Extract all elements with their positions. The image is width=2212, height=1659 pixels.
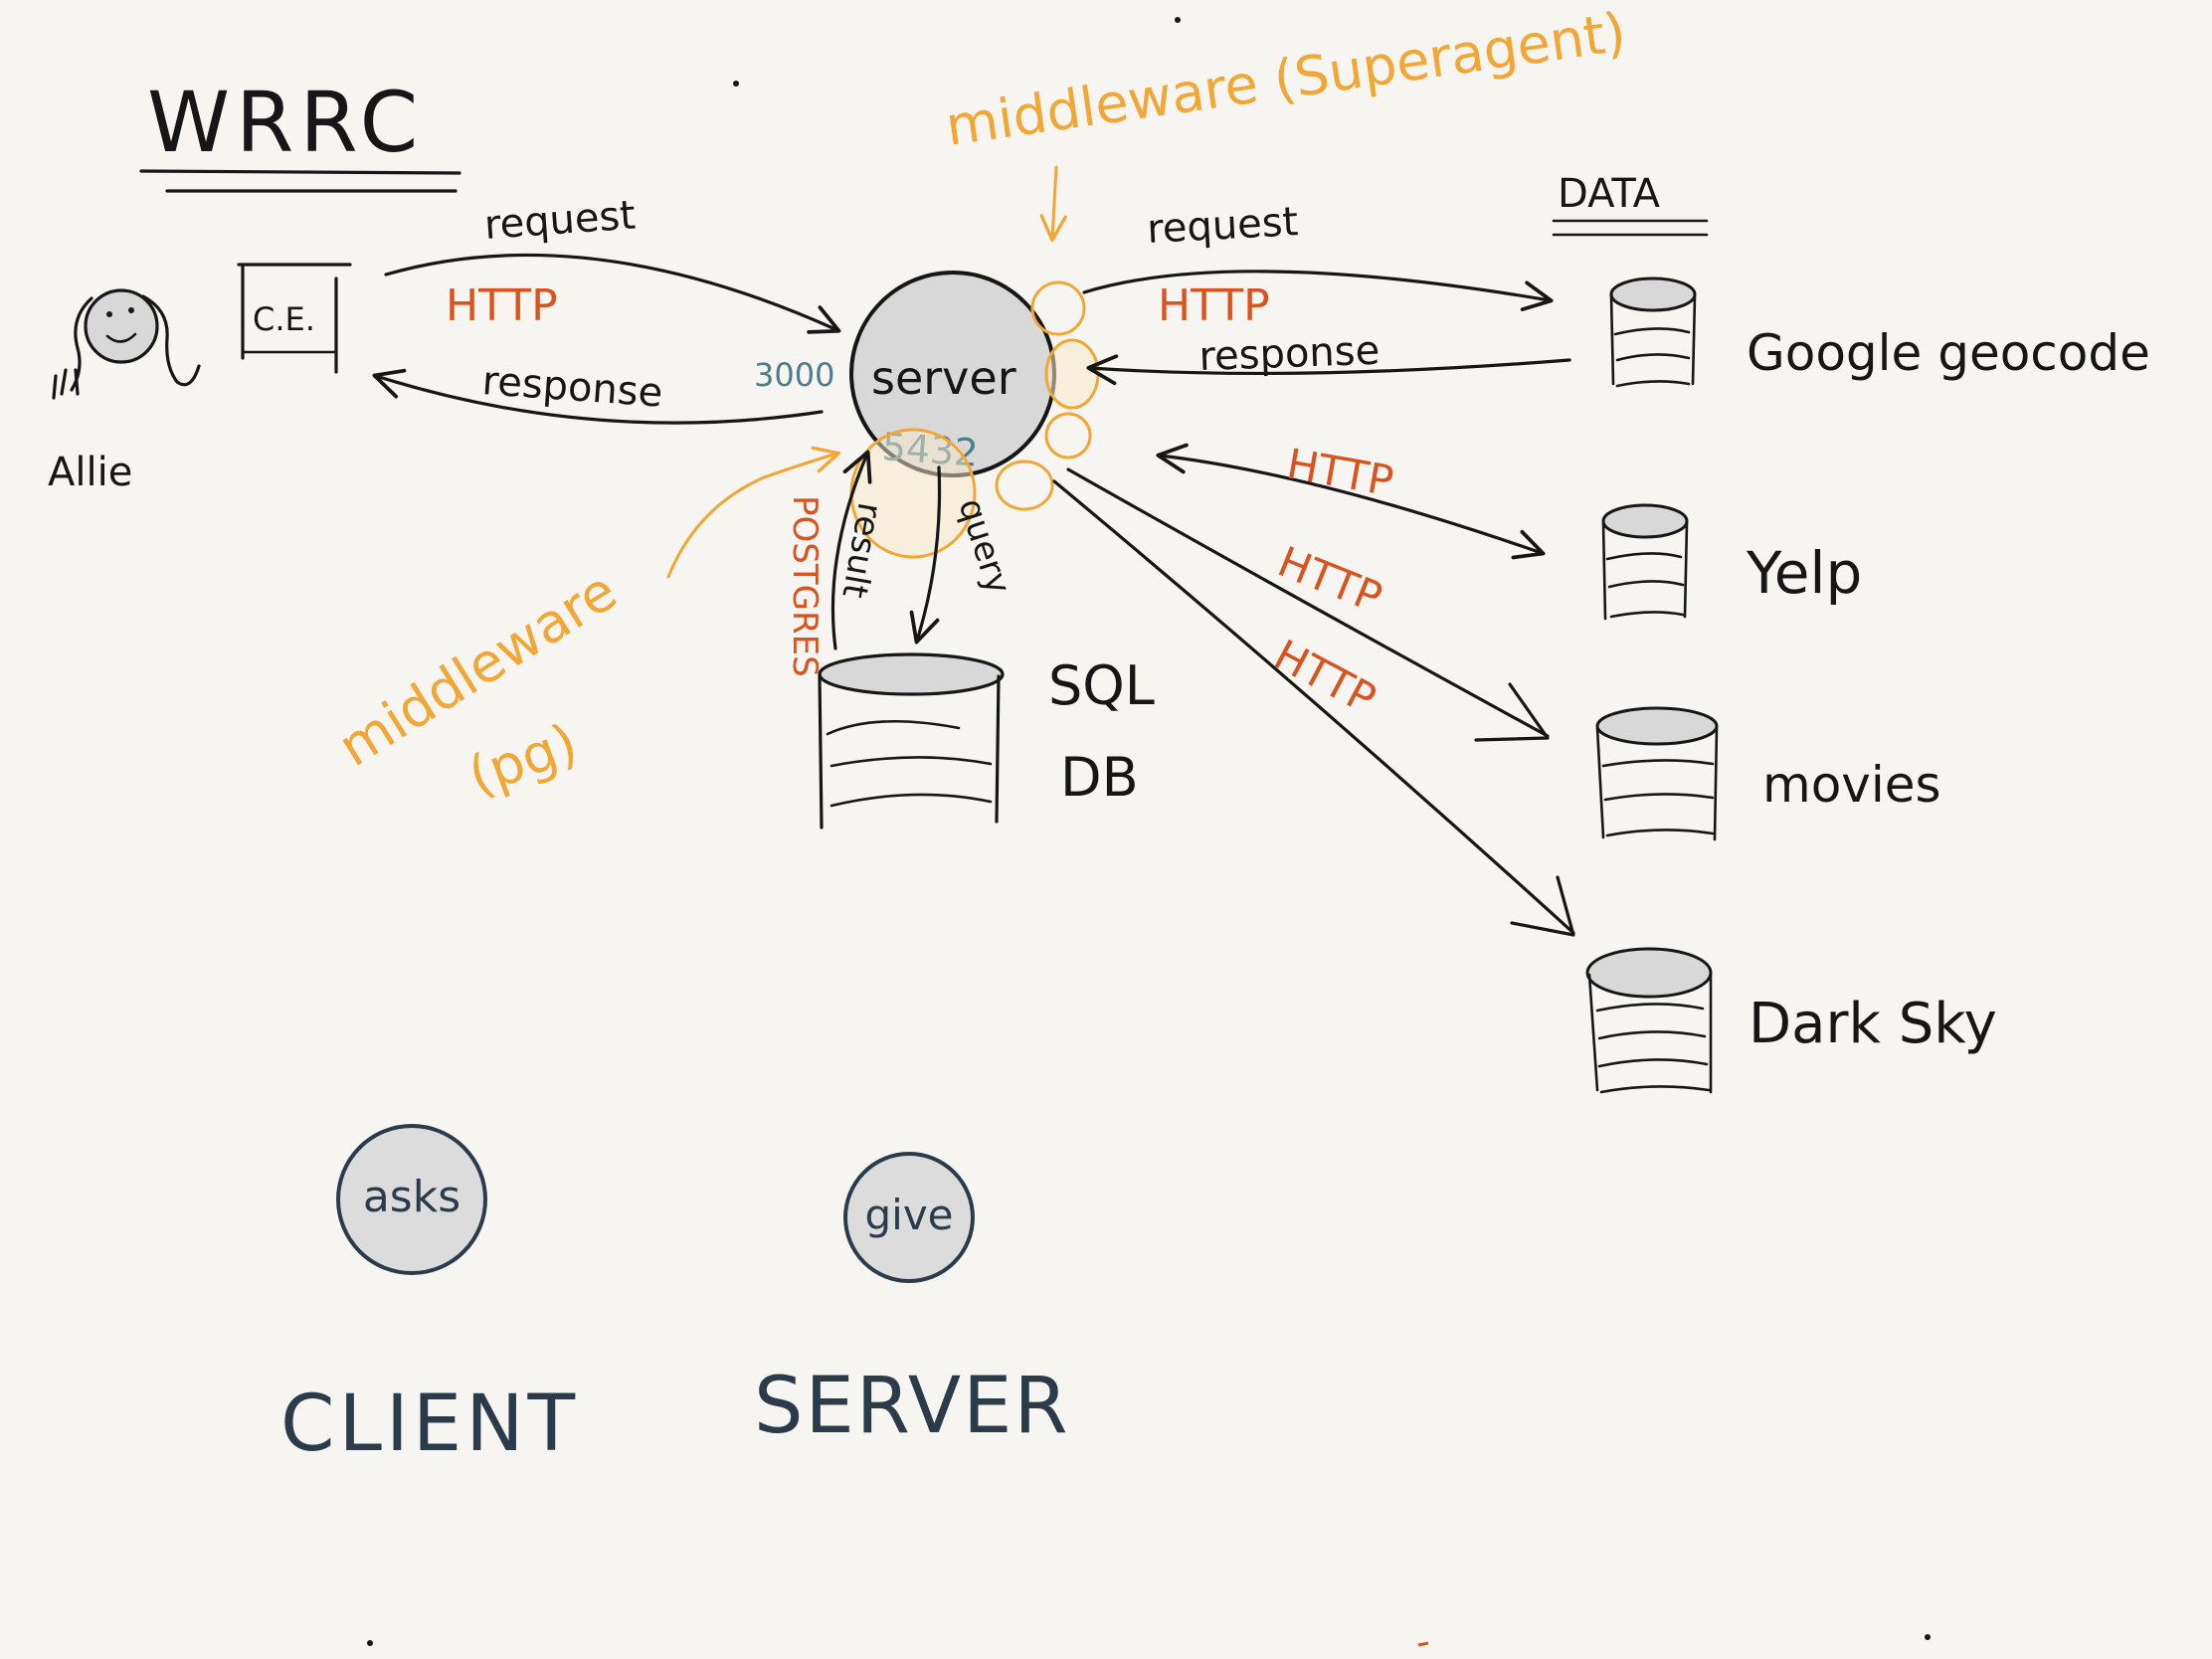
middleware-ring: [995, 460, 1054, 511]
client-person: Allie: [48, 288, 201, 495]
geocode-response-arrow: [1086, 354, 1571, 386]
darksky-arrow: [1052, 479, 1575, 935]
server-label: server: [871, 351, 1016, 405]
client-server-exchange: request HTTP response 3000: [372, 192, 841, 425]
middleware-top-arrow: [1039, 165, 1067, 243]
data-heading: DATA: [1552, 171, 1709, 237]
asks-bubble: [336, 1124, 487, 1275]
query-arrow: [909, 465, 942, 645]
darksky-db-top: [1585, 947, 1713, 999]
middleware-ring: [1044, 412, 1092, 460]
yelp-db-top: [1601, 503, 1689, 539]
request-arrow: [384, 253, 841, 334]
sql-db-name-line1: SQL: [1048, 654, 1155, 717]
middleware-pg: middleware (pg): [328, 428, 977, 808]
legend-server: give SERVER: [754, 1152, 1070, 1451]
sql-db-cylinder: SQL DB: [818, 652, 1155, 830]
middleware-superagent: middleware (Superagent): [942, 1, 1629, 511]
request-protocol-label: HTTP: [446, 280, 558, 331]
movies-arrow: [1066, 467, 1550, 738]
title-block: WRRC: [139, 74, 461, 193]
browser-label: C.E.: [253, 300, 315, 338]
yelp-arrow: [1156, 443, 1546, 560]
middleware-ring: [1030, 280, 1086, 336]
movies-db-top: [1595, 706, 1719, 746]
give-bubble-label: give: [864, 1191, 953, 1239]
pg-middleware-arrow: [666, 446, 841, 579]
response-arrow: [372, 368, 824, 425]
darksky-protocol-label: HTTP: [1266, 631, 1383, 724]
person-eye-icon: [106, 311, 112, 317]
sql-db-top: [818, 652, 1005, 696]
geocode-source-label: Google geocode: [1747, 324, 2150, 382]
geocode-response-label: response: [1198, 328, 1381, 380]
person-label: Allie: [48, 450, 132, 495]
result-arrow: [830, 450, 872, 650]
sql-db-name-line2: DB: [1060, 746, 1139, 809]
geocode-request-arrow: [1082, 270, 1554, 312]
person-eye-icon: [128, 307, 134, 313]
data-source-geocode: Google geocode: [1609, 276, 2150, 388]
client-port-label: 3000: [754, 356, 834, 394]
movies-arrow-head: [1474, 682, 1550, 742]
geocode-protocol-label: HTTP: [1158, 280, 1270, 331]
person-hair-left-icon: [52, 296, 93, 400]
person-hair-right-icon: [141, 294, 201, 387]
darksky-source-label: Dark Sky: [1749, 992, 1997, 1056]
darksky-arrow-head: [1510, 875, 1575, 937]
page-title: WRRC: [147, 74, 424, 171]
data-source-darksky: Dark Sky: [1585, 947, 1997, 1094]
client-legend-label: CLIENT: [280, 1380, 579, 1469]
legend-client: asks CLIENT: [280, 1124, 579, 1469]
yelp-source-label: Yelp: [1746, 539, 1862, 607]
middleware-top-label: middleware (Superagent): [942, 1, 1629, 158]
data-heading-label: DATA: [1558, 171, 1661, 217]
give-bubble: [843, 1152, 975, 1283]
data-source-movies: movies: [1595, 706, 1941, 841]
person-head-icon: [84, 288, 159, 364]
geocode-request-label: request: [1146, 199, 1299, 253]
title-underline: [139, 169, 461, 175]
request-label: request: [482, 192, 637, 248]
data-source-yelp: Yelp: [1601, 503, 1862, 621]
yelp-protocol-label: HTTP: [1283, 440, 1396, 506]
postgres-vertical-label: POSTGRES: [785, 495, 825, 677]
movies-source-label: movies: [1762, 756, 1941, 814]
geocode-exchange: request HTTP response: [1082, 199, 1571, 386]
movies-protocol-label: HTTP: [1271, 537, 1388, 623]
middleware-ring: [1044, 338, 1100, 410]
server-legend-label: SERVER: [754, 1362, 1070, 1451]
pg-middleware-sub-label: (pg): [461, 711, 586, 808]
person-smile-icon: [105, 332, 137, 343]
asks-bubble-label: asks: [363, 1172, 461, 1222]
query-label: query: [950, 493, 1017, 599]
browser-box: C.E.: [237, 263, 352, 374]
result-label: result: [833, 499, 889, 601]
geocode-db-top: [1609, 276, 1697, 312]
stray-marks: [367, 17, 1931, 1647]
